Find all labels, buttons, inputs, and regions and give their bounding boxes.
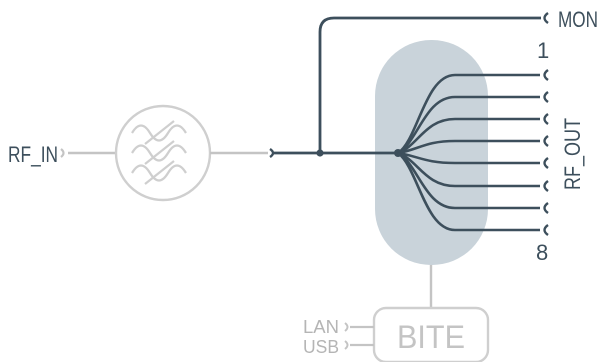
output-connector-icon	[543, 69, 549, 81]
mon-line	[318, 16, 541, 153]
rf-in-label: RF_IN	[8, 142, 58, 167]
rf-in-connector-icon	[60, 148, 65, 158]
output-line-8	[397, 151, 540, 232]
output-connector-icon	[543, 91, 549, 103]
bite-label: BITE	[397, 319, 465, 355]
mon-connector-icon	[543, 12, 549, 24]
bite-box	[372, 306, 490, 362]
splitter-in-connector-icon	[269, 148, 275, 158]
output-line-4	[397, 139, 540, 155]
output-connector-icon	[543, 224, 549, 236]
lan-connector-icon	[344, 322, 349, 332]
lan-label: LAN	[303, 317, 339, 337]
output-line-2	[397, 95, 540, 155]
usb-connector-icon	[344, 340, 349, 350]
rf-out-label: RF_OUT	[560, 118, 585, 190]
mon-label: MON	[558, 7, 598, 32]
output-line-6	[397, 151, 540, 188]
output-fan	[397, 73, 540, 232]
output-connector-icon	[543, 202, 549, 214]
port-last-label: 8	[536, 240, 548, 265]
output-connector-icon	[543, 113, 549, 125]
output-connector-icon	[543, 135, 549, 147]
output-line-5	[397, 151, 540, 165]
port-first-label: 1	[537, 38, 549, 63]
output-connector-icon	[543, 180, 549, 192]
output-connector-icon	[543, 157, 549, 169]
output-connectors	[543, 69, 549, 236]
filter-icon	[114, 104, 212, 202]
output-line-3	[397, 117, 540, 155]
usb-label: USB	[303, 337, 339, 357]
